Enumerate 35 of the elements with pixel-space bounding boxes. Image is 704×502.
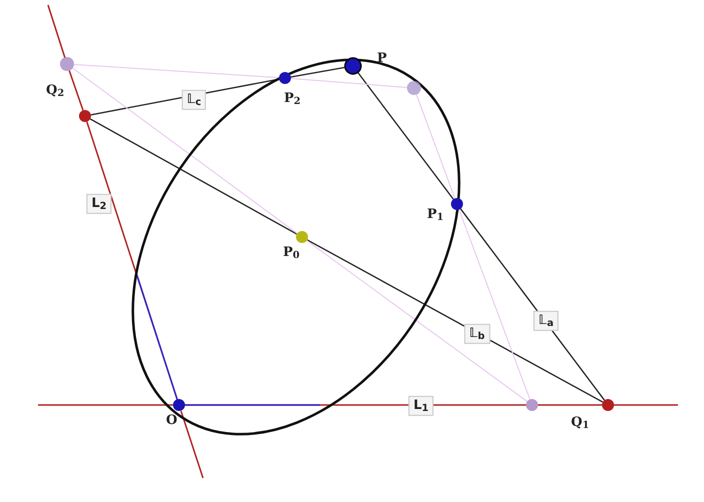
point [296, 231, 308, 243]
line-segment [460, 208, 605, 401]
point [60, 57, 74, 71]
point-label: P$_{0}$ [283, 246, 300, 259]
line-segment [306, 240, 528, 402]
point-label: P$_{2}$ [284, 92, 301, 105]
point [451, 198, 463, 210]
point-label: P$_{1}$ [427, 208, 444, 221]
point-label: Q$_{2}$ [46, 84, 64, 97]
line-segment [357, 72, 454, 200]
edge-label: L$_{1}$ [408, 396, 434, 416]
point [173, 399, 185, 411]
line-segment [538, 404, 602, 406]
line-segment [416, 94, 456, 199]
edge-label: 𝕃$_{b}$ [464, 324, 490, 344]
edge-label: 𝕃$_{c}$ [182, 90, 206, 110]
point-label: Q$_{1}$ [571, 416, 590, 429]
edge-label: L$_{2}$ [86, 194, 112, 214]
line-segment [73, 64, 280, 78]
line-segment [458, 209, 530, 400]
point-label: O [166, 414, 178, 427]
point [279, 72, 291, 84]
edge-label: 𝕃$_{a}$ [533, 310, 559, 332]
point [407, 81, 421, 95]
line-segment [306, 239, 604, 403]
point [526, 399, 538, 411]
point [344, 57, 362, 75]
line-segment [68, 70, 84, 111]
point-label: P [377, 52, 387, 65]
point [79, 110, 91, 122]
point [602, 399, 614, 411]
line-segment [90, 118, 298, 235]
line-segment [290, 66, 346, 78]
line-segment [290, 78, 408, 88]
line-segment [72, 68, 298, 234]
